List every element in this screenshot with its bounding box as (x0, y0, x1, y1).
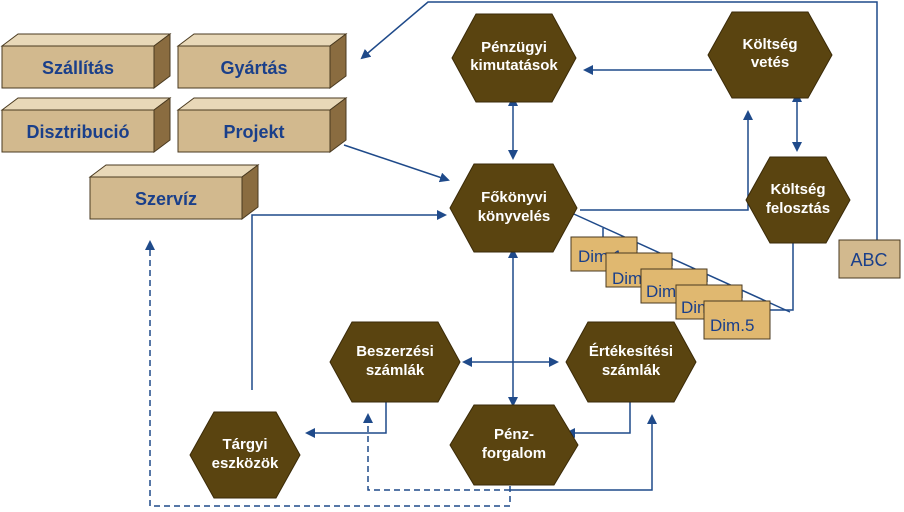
node-penzforgalom-line1: Pénz- (494, 426, 534, 443)
node-beszerzesi-line1: Beszerzési (356, 343, 434, 360)
dimension-stack: Dim.1 Dim.2 Dim.3 Dim.4 Dim.5 (570, 236, 771, 340)
module-projekt[interactable]: Projekt (176, 97, 348, 153)
node-ertekesitesi-line1: Értékesítési (589, 343, 673, 360)
module-disztribucio[interactable]: Disztribució (0, 97, 172, 153)
node-penzugyi-kimutatasok[interactable]: Pénzügyi kimutatások (451, 13, 577, 103)
node-ertekesitesi-line2: számlák (602, 362, 661, 379)
abc-label: ABC (850, 250, 887, 270)
node-penzugyi-line2: kimutatások (470, 57, 558, 74)
node-fokonyvi-line1: Főkönyvi (481, 189, 547, 206)
module-disztribucio-label: Disztribució (26, 122, 129, 142)
abc-box[interactable]: ABC (838, 239, 901, 279)
connectors (145, 1, 878, 507)
node-koltsegfelosztas-line2: felosztás (766, 200, 830, 217)
node-koltsegvetes[interactable]: Költség vetés (707, 11, 833, 99)
node-ertekesitesi-szamlak[interactable]: Értékesítési számlák (565, 321, 697, 403)
module-szallitas-label: Szállítás (42, 58, 114, 78)
module-szerviz[interactable]: Szervíz (88, 164, 260, 220)
node-penzforgalom[interactable]: Pénz- forgalom (449, 404, 579, 486)
node-beszerzesi-szamlak[interactable]: Beszerzési számlák (329, 321, 461, 403)
dimension-label: Dim.5 (710, 316, 754, 335)
node-koltseg-felosztas[interactable]: Költség felosztás (745, 156, 851, 244)
node-targyi-line2: eszközök (212, 455, 279, 472)
module-szallitas[interactable]: Szállítás (0, 33, 172, 89)
node-koltsegvetes-line2: vetés (751, 54, 789, 71)
node-targyi-eszkozok[interactable]: Tárgyi eszközök (189, 411, 301, 499)
module-gyartas[interactable]: Gyártás (176, 33, 348, 89)
node-fokonyvi-line2: könyvelés (478, 208, 551, 225)
dimension-card-5[interactable]: Dim.5 (703, 300, 771, 340)
node-penzugyi-line1: Pénzügyi (481, 39, 547, 56)
node-fokonyvi-konyveles[interactable]: Főkönyvi könyvelés (449, 163, 578, 253)
node-koltsegfelosztas-line1: Költség (770, 181, 825, 198)
node-targyi-line1: Tárgyi (222, 436, 267, 453)
node-koltsegvetes-line1: Költség (742, 36, 797, 53)
module-projekt-label: Projekt (223, 122, 284, 142)
node-beszerzesi-line2: számlák (366, 362, 425, 379)
node-penzforgalom-line2: forgalom (482, 445, 546, 462)
module-szerviz-label: Szervíz (135, 189, 197, 209)
module-gyartas-label: Gyártás (220, 58, 287, 78)
